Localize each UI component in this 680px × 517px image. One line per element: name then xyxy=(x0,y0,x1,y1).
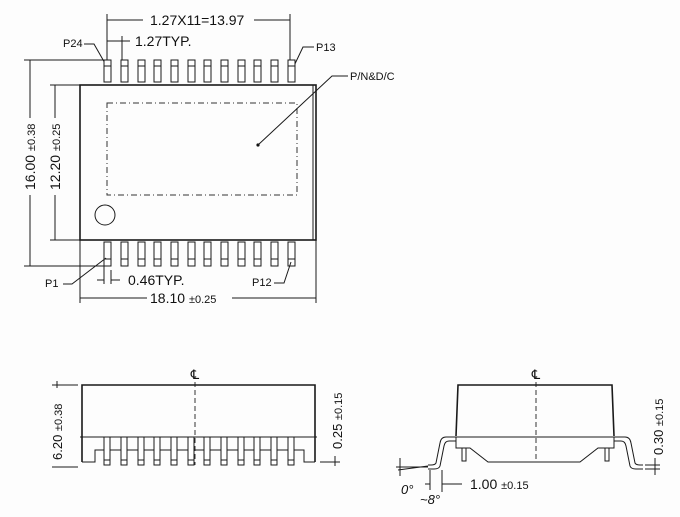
side-leads xyxy=(103,436,302,466)
overall-length-dim: 16.00 ±0.38 xyxy=(22,124,38,190)
centerline-symbol: ℄ xyxy=(189,367,201,382)
pitch-typ-dim: 1.27TYP. xyxy=(135,33,192,49)
lead-width-dim: 0.46TYP. xyxy=(128,272,185,288)
pitch-total-dim: 1.27X11=13.97 xyxy=(150,12,245,28)
bottom-pins xyxy=(103,241,296,267)
marking-area xyxy=(106,102,298,196)
foot-length-dim: 1.00 ±0.15 xyxy=(470,476,529,492)
lead-thickness-dim: 0.30 ±0.15 xyxy=(651,399,666,455)
angle-max: ~8° xyxy=(420,492,440,507)
overall-width-dim: 18.10 ±0.25 xyxy=(150,290,216,306)
pin-label-p12: P12 xyxy=(252,277,272,289)
pin-label-p13: P13 xyxy=(316,42,336,54)
end-view: ℄ 0.30 ±0.15 0° ~8° 1.00 ±0.15 xyxy=(396,367,666,507)
pin-label-p24: P24 xyxy=(63,38,83,50)
package-body xyxy=(79,84,317,241)
top-pins xyxy=(103,59,296,83)
pin1-dot xyxy=(94,204,116,226)
standoff-dim: 0.25 ±0.15 xyxy=(330,393,345,449)
angle-min: 0° xyxy=(401,482,413,497)
top-view: 1.27X11=13.97 1.27TYP. P24 P13 xyxy=(22,12,395,306)
marking-label: P/N&D/C xyxy=(350,71,395,83)
body-length-dim: 12.20 ±0.25 xyxy=(47,124,63,190)
side-view: ℄ 6.20 ±0. xyxy=(50,367,345,468)
end-centerline-symbol: ℄ xyxy=(530,367,542,382)
left-lead xyxy=(428,436,456,466)
height-dim: 6.20 ±0.38 xyxy=(50,404,65,460)
right-lead xyxy=(614,436,643,466)
pin-label-p1: P1 xyxy=(45,278,58,290)
